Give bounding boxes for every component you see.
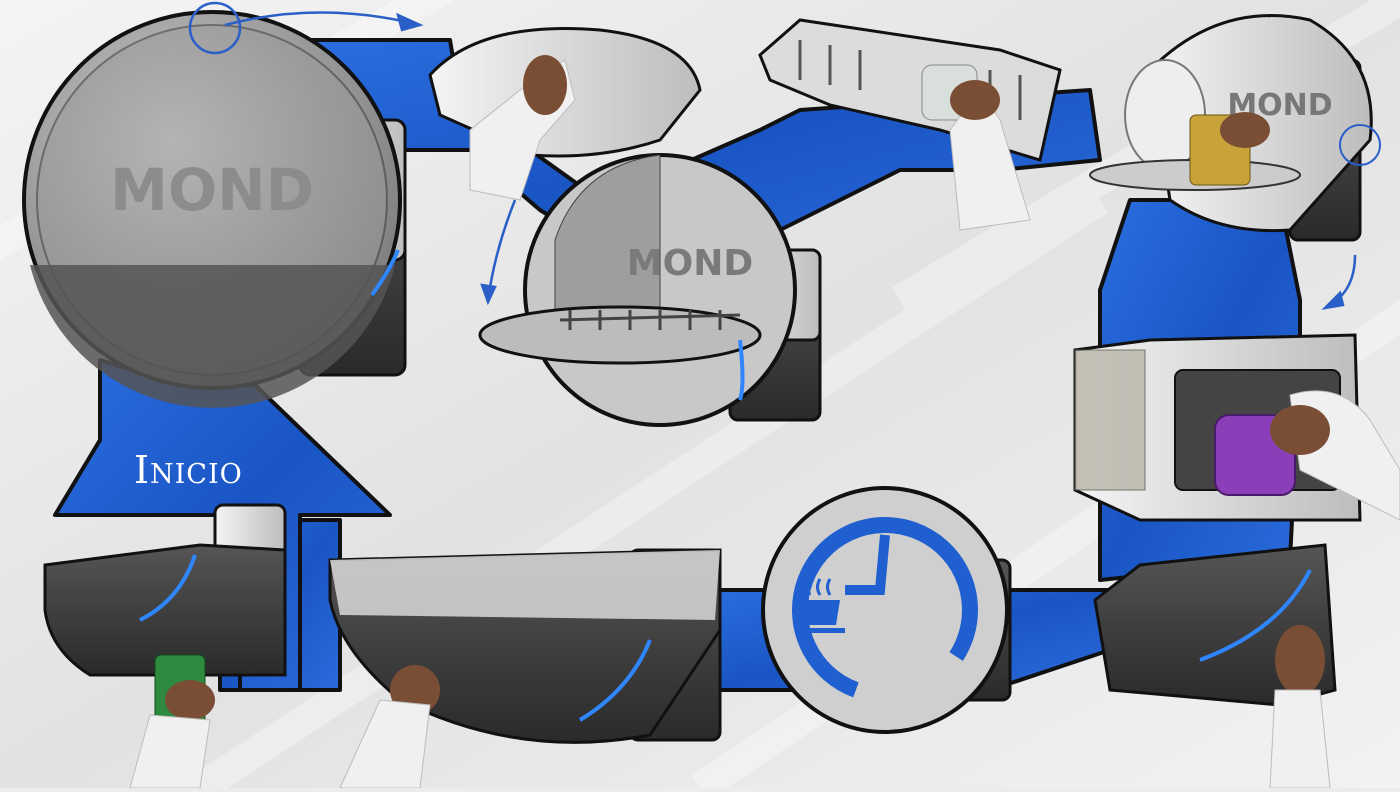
start-label: Inicio xyxy=(134,448,243,492)
step-loading-dishes: MOND xyxy=(1089,14,1381,242)
open-lid-arrow xyxy=(188,1,424,55)
step-adding-detergent xyxy=(1073,333,1400,522)
step-timer-cycle xyxy=(761,486,1012,734)
step-opening-drawer xyxy=(328,548,722,789)
step-closed-dishwasher: MOND xyxy=(22,10,407,408)
clock-hands-icon xyxy=(845,534,890,595)
step-open-dishwasher: MOND xyxy=(478,153,822,427)
timer-ring-icon xyxy=(792,517,978,703)
step-loading-cup xyxy=(758,18,1062,231)
step-removing-cup xyxy=(43,503,287,789)
next-step-arrow xyxy=(1321,254,1357,310)
lower-door-arrow xyxy=(480,199,517,306)
step-hand-opening-lid xyxy=(428,26,702,201)
mond-logo: MOND xyxy=(110,156,314,224)
mond-logo-interior: MOND xyxy=(627,243,753,284)
step-pressing-start xyxy=(1093,543,1337,789)
coffee-cup-icon xyxy=(795,578,845,633)
